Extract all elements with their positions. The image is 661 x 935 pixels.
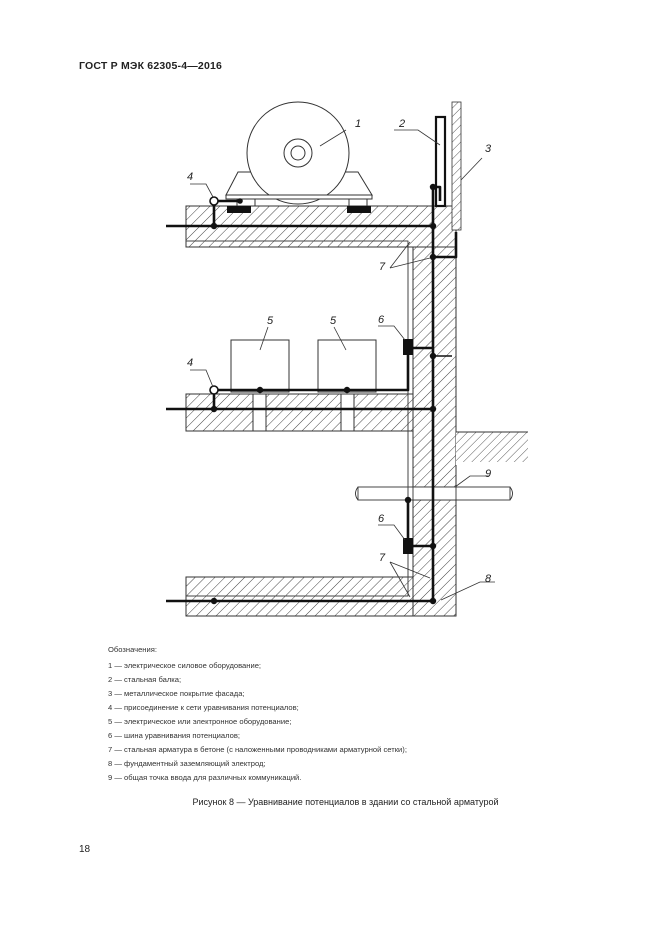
callout-9: 9 [485,468,491,480]
legend-item: 5 — электрическое или электронное оборуд… [108,717,292,726]
callout-2: 2 [398,118,405,130]
legend-item: 3 — металлическое покрытие фасада; [108,689,245,698]
page-number: 18 [79,844,91,855]
callout-5: 5 [330,315,337,327]
callout-7: 7 [379,261,386,273]
callout-8: 8 [485,573,492,585]
callout-labels: 1 2 3 4 4 5 5 6 6 7 7 8 9 [187,118,492,585]
leader-lines [190,129,495,601]
document-header: ГОСТ Р МЭК 62305-4—2016 [79,60,223,72]
legend-item: 6 — шина уравнивания потенциалов; [108,731,241,740]
middle-slab [185,393,414,432]
callout-4: 4 [187,357,193,369]
callout-1: 1 [355,118,361,130]
legend-item: 7 — стальная арматура в бетоне (с наложе… [108,745,407,754]
concrete-structure [185,205,457,617]
electric-motor [225,101,373,213]
callout-6: 6 [378,513,385,525]
slab-opening [252,393,267,432]
figure-caption: Рисунок 8 — Уравнивание потенциалов в зд… [192,797,499,807]
callout-4: 4 [187,171,193,183]
electronic-equipment [230,339,377,393]
legend-item: 1 — электрическое силовое оборудование; [108,661,262,670]
junction-dots [210,183,437,605]
ground [456,431,528,465]
legend-item: 8 — фундаментный заземляющий электрод; [108,759,266,768]
building-wall [412,246,457,617]
ground-strip [456,462,528,465]
legend-item: 9 — общая точка ввода для различных комм… [108,773,302,782]
legend: Обозначения: 1 — электрическое силовое о… [108,643,407,785]
connection-points [209,196,219,395]
legend-item: 2 — стальная балка; [108,675,182,684]
callout-5: 5 [267,315,274,327]
legend-title: Обозначения: [108,645,157,654]
callout-3: 3 [485,143,492,155]
busbars [403,339,413,554]
steel-beam [434,115,447,208]
facade-cladding [451,101,462,231]
callout-6: 6 [378,314,385,326]
legend-item: 4 — присоединение к сети уравнивания пот… [108,703,299,712]
slab-opening [340,393,355,432]
callout-7: 7 [379,552,386,564]
